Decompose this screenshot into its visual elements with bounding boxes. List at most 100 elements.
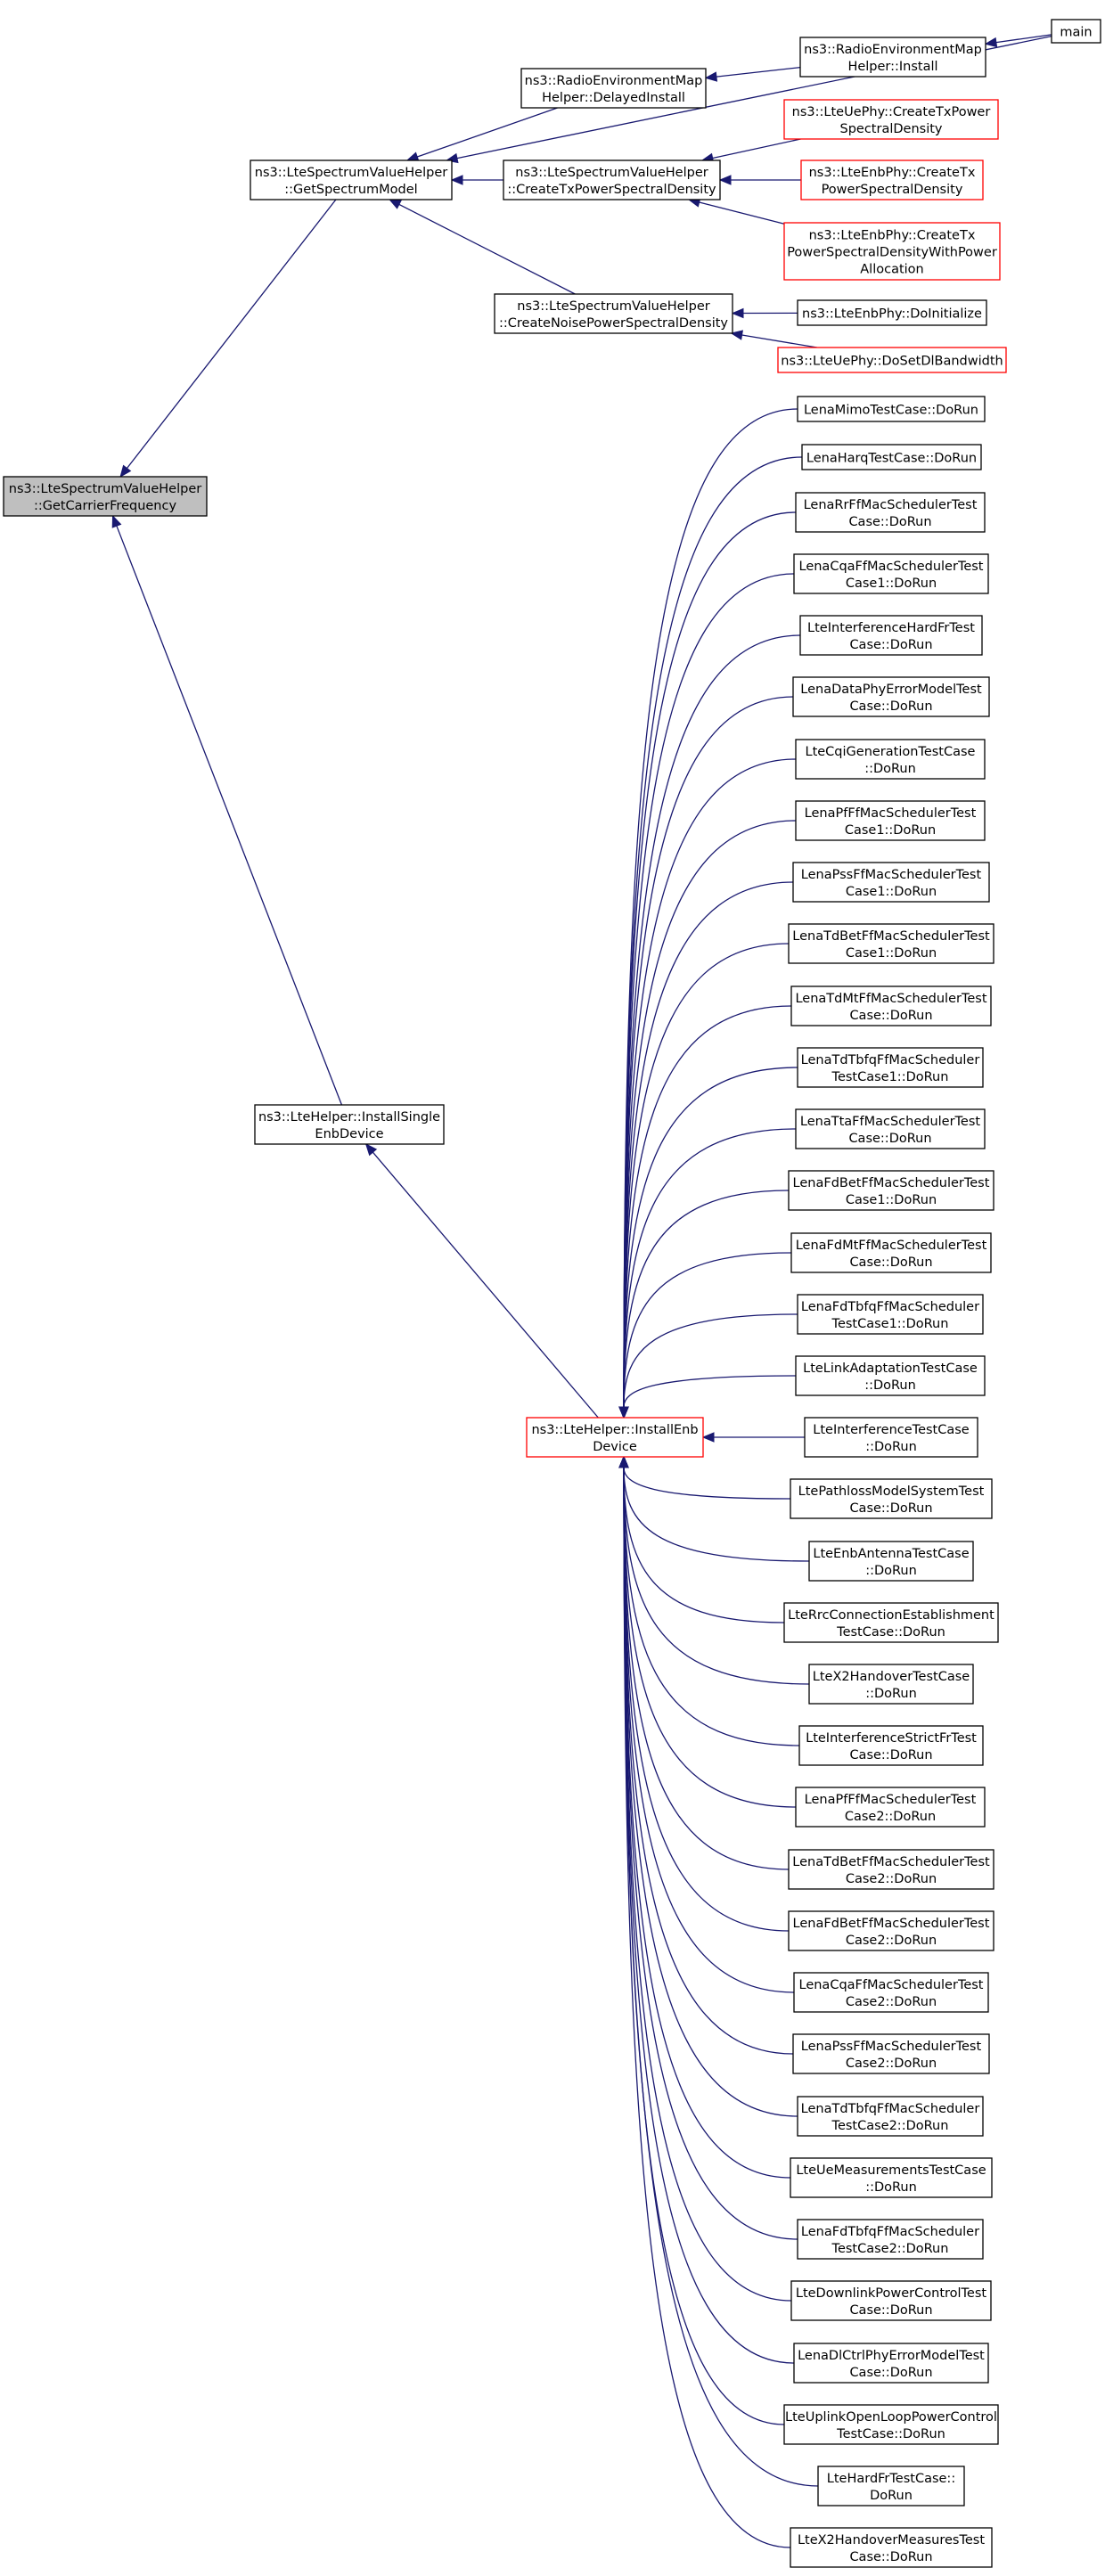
node-t22[interactable]: LteX2HandoverTestCase::DoRun xyxy=(808,1664,974,1705)
edge-layer xyxy=(111,34,1052,2548)
node-main[interactable]: main xyxy=(1051,19,1101,44)
edge-t36-to-installEnbDevice xyxy=(618,1455,791,2548)
node-label: Case2::DoRun xyxy=(846,1872,937,1886)
node-label: ns3::LteSpectrumValueHelper xyxy=(255,166,447,180)
node-label: ns3::RadioEnvironmentMap xyxy=(804,43,982,57)
node-remDelayedInstall[interactable]: ns3::RadioEnvironmentMapHelper::DelayedI… xyxy=(520,68,707,109)
edge-t05-to-installEnbDevice xyxy=(618,634,801,1419)
edge-t22-to-installEnbDevice xyxy=(618,1455,810,1685)
node-box xyxy=(795,800,986,841)
edge-line xyxy=(623,1467,810,1685)
arrowhead xyxy=(364,1143,378,1157)
node-box xyxy=(808,1541,974,1582)
node-t17[interactable]: LteLinkAdaptationTestCase::DoRun xyxy=(795,1355,986,1396)
node-box xyxy=(790,2157,993,2198)
node-label: Case::DoRun xyxy=(849,2550,932,2564)
node-uePhyDoSetDlBandwidth[interactable]: ns3::LteUePhy::DoSetDlBandwidth xyxy=(777,347,1007,373)
node-t07[interactable]: LteCqiGenerationTestCase::DoRun xyxy=(795,739,986,780)
node-label: ns3::LteSpectrumValueHelper xyxy=(515,166,708,180)
edge-t28-to-installEnbDevice xyxy=(618,1455,794,2055)
edge-line xyxy=(623,1467,785,1623)
node-label: Case::DoRun xyxy=(848,1132,931,1146)
node-label: TestCase2::DoRun xyxy=(831,2242,949,2256)
node-enbPhyDoInitialize[interactable]: ns3::LteEnbPhy::DoInitialize xyxy=(797,299,987,326)
node-t20[interactable]: LteEnbAntennaTestCase::DoRun xyxy=(808,1541,974,1582)
node-t34[interactable]: LteUplinkOpenLoopPowerControlTestCase::D… xyxy=(783,2404,999,2445)
edge-uePhyCreateTxPsd-to-createTxPsd xyxy=(700,138,801,163)
node-box xyxy=(795,1787,986,1828)
node-label: LenaPssFfMacSchedulerTest xyxy=(801,868,982,882)
edge-getSpectrumModel-to-getCarrierFrequency xyxy=(119,199,337,478)
node-t30[interactable]: LteUeMeasurementsTestCase::DoRun xyxy=(790,2157,993,2198)
node-t21[interactable]: LteRrcConnectionEstablishmentTestCase::D… xyxy=(783,1602,999,1643)
edge-t02-to-installEnbDevice xyxy=(618,456,803,1419)
edge-t24-to-installEnbDevice xyxy=(618,1455,797,1808)
node-label: LteX2HandoverMeasuresTest xyxy=(798,2533,985,2547)
edge-line xyxy=(623,881,794,1408)
node-uePhyCreateTxPsd[interactable]: ns3::LteUePhy::CreateTxPowerSpectralDens… xyxy=(783,99,999,140)
node-label: Case1::DoRun xyxy=(846,946,937,961)
edge-line xyxy=(623,1067,798,1408)
node-t35[interactable]: LteHardFrTestCase::DoRun xyxy=(817,2466,965,2506)
arrowhead xyxy=(718,175,732,185)
edge-t09-to-installEnbDevice xyxy=(618,881,794,1419)
edge-line xyxy=(623,1467,791,2179)
node-box xyxy=(798,1725,984,1766)
node-t01[interactable]: LenaMimoTestCase::DoRun xyxy=(797,396,986,422)
edge-line xyxy=(623,634,801,1408)
node-createNoisePsd[interactable]: ns3::LteSpectrumValueHelper::CreateNoise… xyxy=(494,293,733,334)
node-t02[interactable]: LenaHarqTestCase::DoRun xyxy=(801,444,982,470)
node-enbPhyCreateTxPsd[interactable]: ns3::LteEnbPhy::CreateTxPowerSpectralDen… xyxy=(800,159,984,200)
edge-line xyxy=(623,1005,792,1408)
edge-main-to-remInstall xyxy=(984,34,1052,48)
node-box xyxy=(793,553,989,594)
node-box xyxy=(790,985,992,1026)
node-enbPhyCreateTxPsdAlloc[interactable]: ns3::LteEnbPhy::CreateTxPowerSpectralDen… xyxy=(783,222,1001,281)
node-createTxPsd[interactable]: ns3::LteSpectrumValueHelper::CreateTxPow… xyxy=(503,159,721,200)
edge-t25-to-installEnbDevice xyxy=(618,1455,790,1870)
node-label: main xyxy=(1060,25,1092,39)
arrowhead xyxy=(111,514,122,528)
node-label: Case::DoRun xyxy=(849,1255,932,1270)
node-label: Helper::DelayedInstall xyxy=(542,91,685,105)
node-t18[interactable]: LteInterferenceTestCase::DoRun xyxy=(804,1417,978,1458)
node-label: Device xyxy=(593,1440,637,1454)
edge-t01-to-installEnbDevice xyxy=(618,408,798,1419)
node-label: LenaFdBetFfMacSchedulerTest xyxy=(793,1917,990,1931)
node-getSpectrumModel[interactable]: ns3::LteSpectrumValueHelper::GetSpectrum… xyxy=(250,159,453,200)
edge-t15-to-installEnbDevice xyxy=(618,1252,792,1419)
node-label: DoRun xyxy=(870,2489,913,2503)
node-label: LteHardFrTestCase:: xyxy=(827,2472,955,2486)
edge-line xyxy=(623,1375,797,1408)
node-label: LenaTdBetFfMacSchedulerTest xyxy=(792,1855,990,1869)
node-getCarrierFrequency[interactable]: ns3::LteSpectrumValueHelper::GetCarrierF… xyxy=(3,476,208,517)
